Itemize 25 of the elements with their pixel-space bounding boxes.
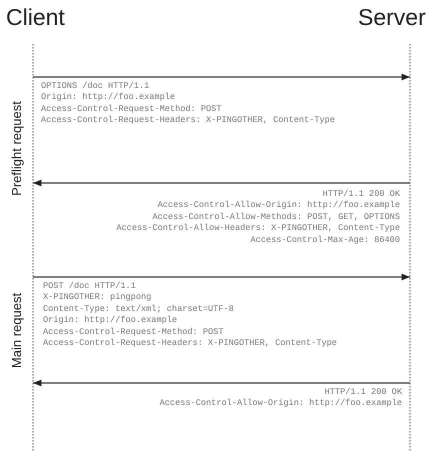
http-header-line: Access-Control-Request-Method: POST	[43, 326, 224, 338]
http-header-line: POST /doc HTTP/1.1	[43, 281, 136, 292]
http-header-line: Access-Control-Allow-Headers: X-PINGOTHER, Content-Type	[116, 223, 400, 235]
message-arrow	[33, 74, 410, 80]
phase-label: Main request	[8, 292, 24, 368]
http-header-line: Origin: http://foo.example	[41, 92, 176, 104]
http-header-line: Access-Control-Request-Method: POST	[41, 104, 222, 116]
http-header-line: Access-Control-Request-Headers: X-PINGOTHER, Content-Type	[43, 338, 337, 350]
message-arrow	[33, 180, 410, 186]
http-header-line: Access-Control-Allow-Origin: http://foo.example	[160, 398, 402, 410]
participant-label: Server	[358, 4, 426, 30]
http-header-line: OPTIONS /doc HTTP/1.1	[41, 81, 150, 92]
http-header-line: HTTP/1.1 200 OK	[322, 189, 400, 200]
http-header-line: HTTP/1.1 200 OK	[324, 387, 402, 398]
participant-label: Client	[6, 4, 65, 30]
phase-label: Preflight request	[8, 100, 24, 196]
http-header-line: Access-Control-Max-Age: 86400	[250, 234, 400, 246]
http-header-line: Origin: http://foo.example	[43, 315, 178, 327]
http-header-line: Access-Control-Allow-Origin: http://foo.example	[158, 200, 400, 212]
message-arrow	[33, 274, 410, 280]
http-header-line: Content-Type: text/xml; charset=UTF-8	[43, 304, 234, 316]
http-header-line: X-PINGOTHER: pingpong	[43, 292, 152, 304]
http-header-line: Access-Control-Allow-Methods: POST, GET, OPTIONS	[152, 212, 400, 224]
message-arrow	[33, 380, 410, 386]
http-header-line: Access-Control-Request-Headers: X-PINGOTHER, Content-Type	[41, 115, 335, 127]
